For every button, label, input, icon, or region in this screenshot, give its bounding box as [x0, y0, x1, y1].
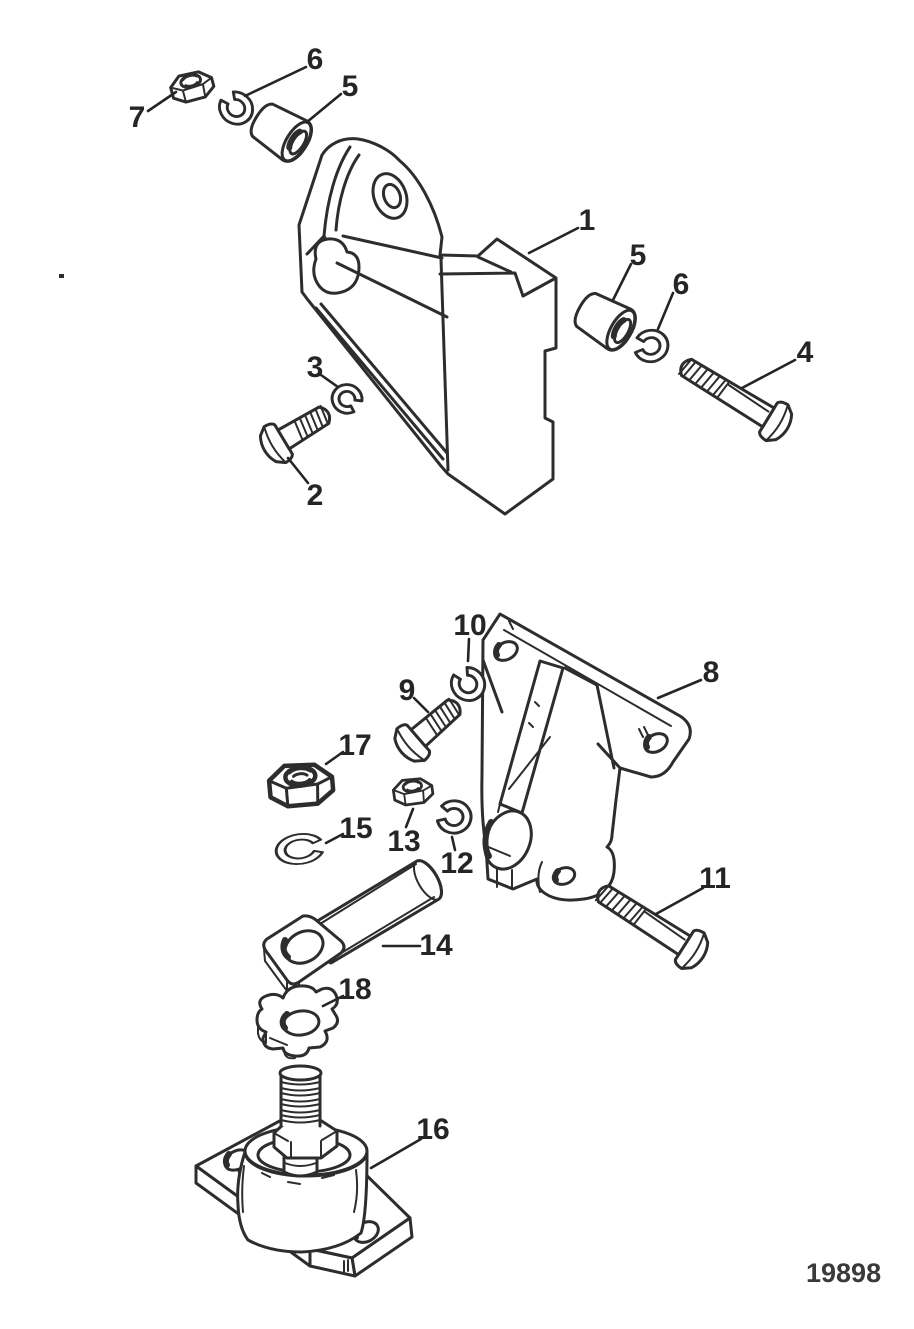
leader-line-10-9: [466, 637, 471, 663]
callout-8-11: 8: [703, 656, 720, 689]
leader-line-13-12: [404, 807, 415, 829]
callout-6-7: 6: [673, 268, 690, 301]
callout-1-3: 1: [579, 204, 596, 237]
part-15-lockwasher: [274, 832, 324, 866]
leader-line-1-3: [527, 226, 580, 255]
leader-line-5-2: [305, 92, 343, 124]
leader-line-16-19: [369, 1137, 423, 1170]
part-5-bushing-top: [249, 102, 314, 163]
drawing-number: 19898: [806, 1258, 882, 1288]
leader-line-12-13: [450, 835, 457, 852]
leader-line-3-4: [319, 373, 340, 389]
leader-line-7-0: [146, 90, 178, 113]
part-8-lower-bracket: [480, 612, 692, 902]
callout-13-12: 13: [387, 825, 420, 858]
part-1-upper-bracket: [297, 137, 558, 516]
callout-7-0: 7: [129, 101, 146, 134]
callout-12-13: 12: [440, 847, 473, 880]
leader-line-17-14: [324, 750, 345, 766]
callout-4-8: 4: [797, 336, 814, 369]
part-3-lockwasher: [330, 383, 364, 415]
part-9-bolt: [393, 697, 462, 763]
leader-line-6-7: [656, 291, 675, 331]
part-12-lockwasher: [435, 799, 473, 835]
part-17-nut: [266, 762, 336, 809]
callout-5-6: 5: [630, 239, 647, 272]
leader-line-8-11: [656, 678, 703, 700]
leader-line-5-6: [611, 262, 633, 302]
leader-line-2-5: [286, 456, 310, 485]
callout-6-1: 6: [307, 43, 324, 76]
callout-14-16: 14: [419, 929, 453, 962]
part-4-bolt: [677, 357, 794, 443]
stray-mark: [59, 274, 64, 278]
part-7-locknut: [169, 70, 216, 104]
part-13-locknut: [391, 777, 435, 807]
part-16-engine-mount: [194, 1064, 414, 1278]
part-11-bolt: [594, 884, 710, 970]
callout-10-9: 10: [453, 609, 486, 642]
leader-line-9-10: [412, 696, 430, 714]
callout-16-19: 16: [416, 1113, 449, 1146]
callout-2-5: 2: [307, 479, 324, 512]
part-18-tab-washer: [255, 984, 340, 1060]
part-10-lockwasher: [449, 666, 487, 702]
leader-line-11-17: [654, 886, 705, 916]
leader-line-15-15: [324, 832, 345, 845]
callout-11-17: 11: [699, 862, 731, 895]
part-6-lockwasher-right: [633, 328, 670, 364]
part-6-lockwasher-top: [218, 90, 254, 126]
part-2-bolt: [258, 404, 332, 465]
part-5-bushing-right: [573, 292, 637, 352]
leader-line-6-1: [243, 65, 308, 98]
leader-line-4-8: [740, 358, 797, 390]
callout-15-15: 15: [339, 812, 372, 845]
callout-18-18: 18: [338, 973, 371, 1006]
callout-9-10: 9: [399, 674, 416, 707]
callout-3-4: 3: [307, 351, 324, 384]
leader-line-18-18: [321, 994, 345, 1008]
callout-17-14: 17: [338, 729, 371, 762]
callout-5-2: 5: [342, 70, 359, 103]
